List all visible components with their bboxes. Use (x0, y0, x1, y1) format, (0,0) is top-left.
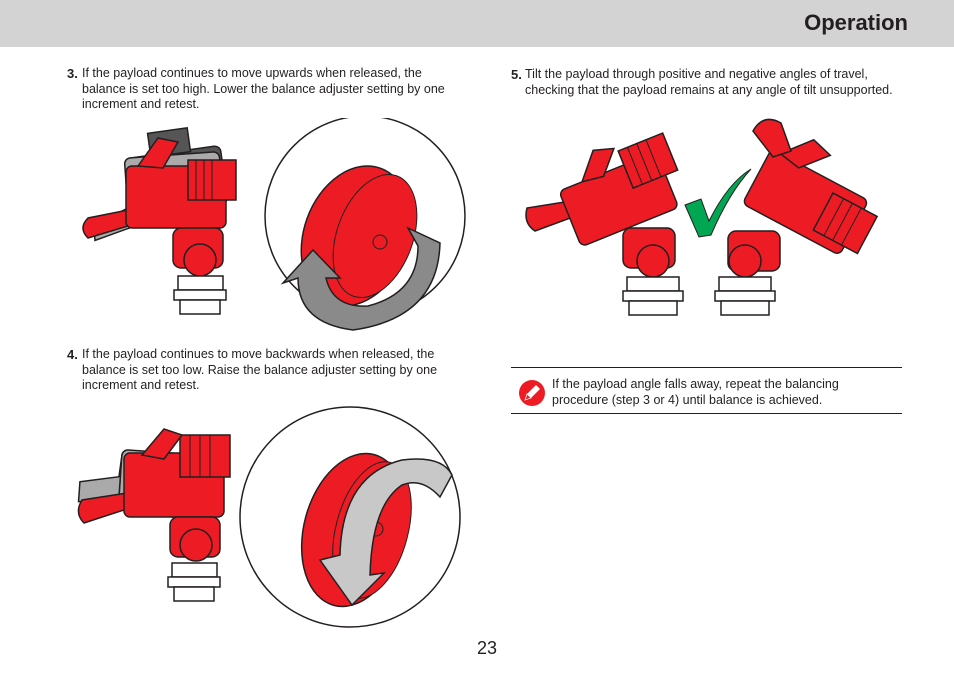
step-5: 5. Tilt the payload through positive and… (511, 67, 911, 98)
step-number: 4. (67, 347, 78, 362)
head-mount (167, 516, 221, 602)
step-number: 3. (67, 66, 78, 81)
rotate-arrow-icon (318, 458, 453, 607)
camera-tilt-left (525, 132, 684, 316)
note-box: If the payload angle falls away, repeat … (511, 367, 902, 414)
step-text: If the payload continues to move backwar… (82, 347, 438, 392)
pencil-icon (519, 380, 545, 406)
step-number: 5. (511, 67, 522, 82)
step-5-illustration (525, 118, 879, 316)
camera-body (82, 137, 237, 239)
step-3-illustration (82, 118, 466, 331)
step-4: 4. If the payload continues to move back… (67, 347, 462, 394)
step-text: Tilt the payload through positive and ne… (525, 67, 893, 97)
check-icon (684, 168, 752, 238)
head-mount (172, 227, 227, 315)
step-3: 3. If the payload continues to move upwa… (67, 66, 462, 113)
camera-body (77, 428, 231, 524)
dial-screw-icon (372, 234, 388, 250)
page-header: Operation (0, 0, 954, 47)
note-text: If the payload angle falls away, repeat … (552, 377, 839, 407)
rotate-arrow-icon (280, 226, 441, 331)
step-4-illustration (77, 406, 461, 628)
section-title: Operation (804, 10, 908, 35)
page-number: 23 (477, 638, 498, 658)
step-text: If the payload continues to move upwards… (82, 66, 445, 111)
camera-tilt-right (714, 118, 879, 316)
